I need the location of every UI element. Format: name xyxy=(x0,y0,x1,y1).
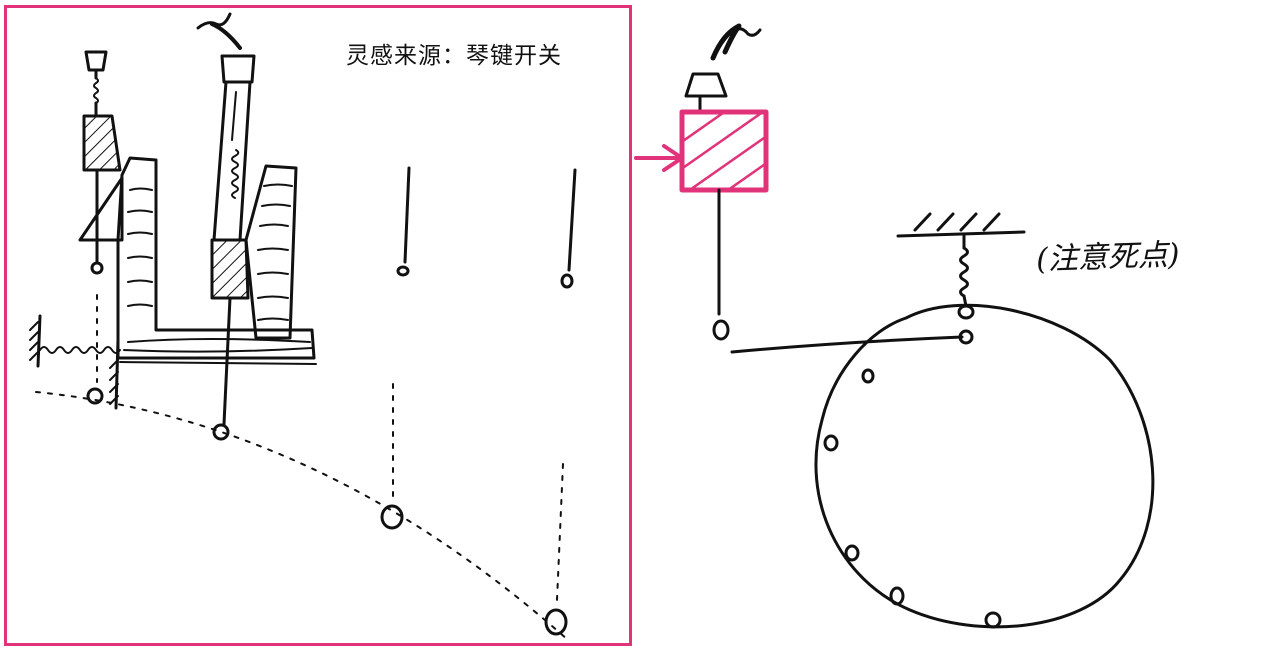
fixed-support xyxy=(896,212,1026,308)
dotted-paths xyxy=(35,294,569,641)
key-3 xyxy=(396,166,411,277)
pointer-arrow xyxy=(634,144,684,172)
wheel xyxy=(814,303,1155,629)
side-wall xyxy=(29,314,121,410)
block-left xyxy=(116,156,317,365)
highlighted-slider xyxy=(679,109,769,193)
inspiration-frame xyxy=(4,5,632,646)
left-sketch xyxy=(29,12,577,641)
pivot-circle-3 xyxy=(380,504,404,530)
inspiration-caption: 灵感来源：琴键开关 xyxy=(346,43,562,69)
key-1 xyxy=(78,50,124,275)
block-right xyxy=(244,164,298,340)
pivot-circle-1 xyxy=(86,387,104,405)
key-4 xyxy=(560,168,577,289)
dead-point-note: (注意死点) xyxy=(1035,237,1181,278)
key-2 xyxy=(196,12,256,441)
pivot-circle-4 xyxy=(544,608,568,636)
right-sketch xyxy=(634,23,1155,629)
